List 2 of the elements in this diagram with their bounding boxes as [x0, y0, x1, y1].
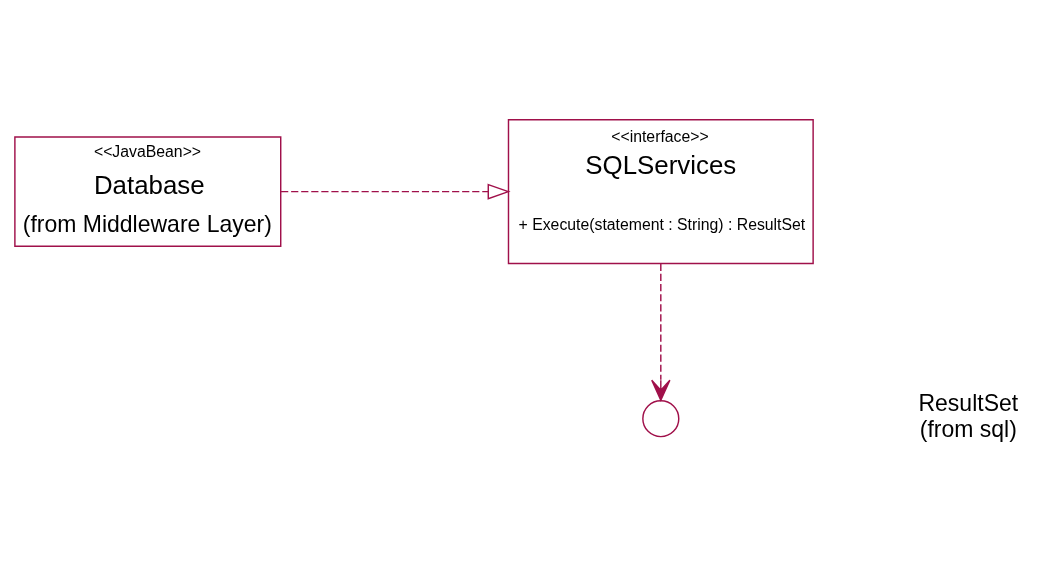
- node-label: ResultSet: [918, 390, 1019, 417]
- node-label: (from sql): [919, 416, 1017, 443]
